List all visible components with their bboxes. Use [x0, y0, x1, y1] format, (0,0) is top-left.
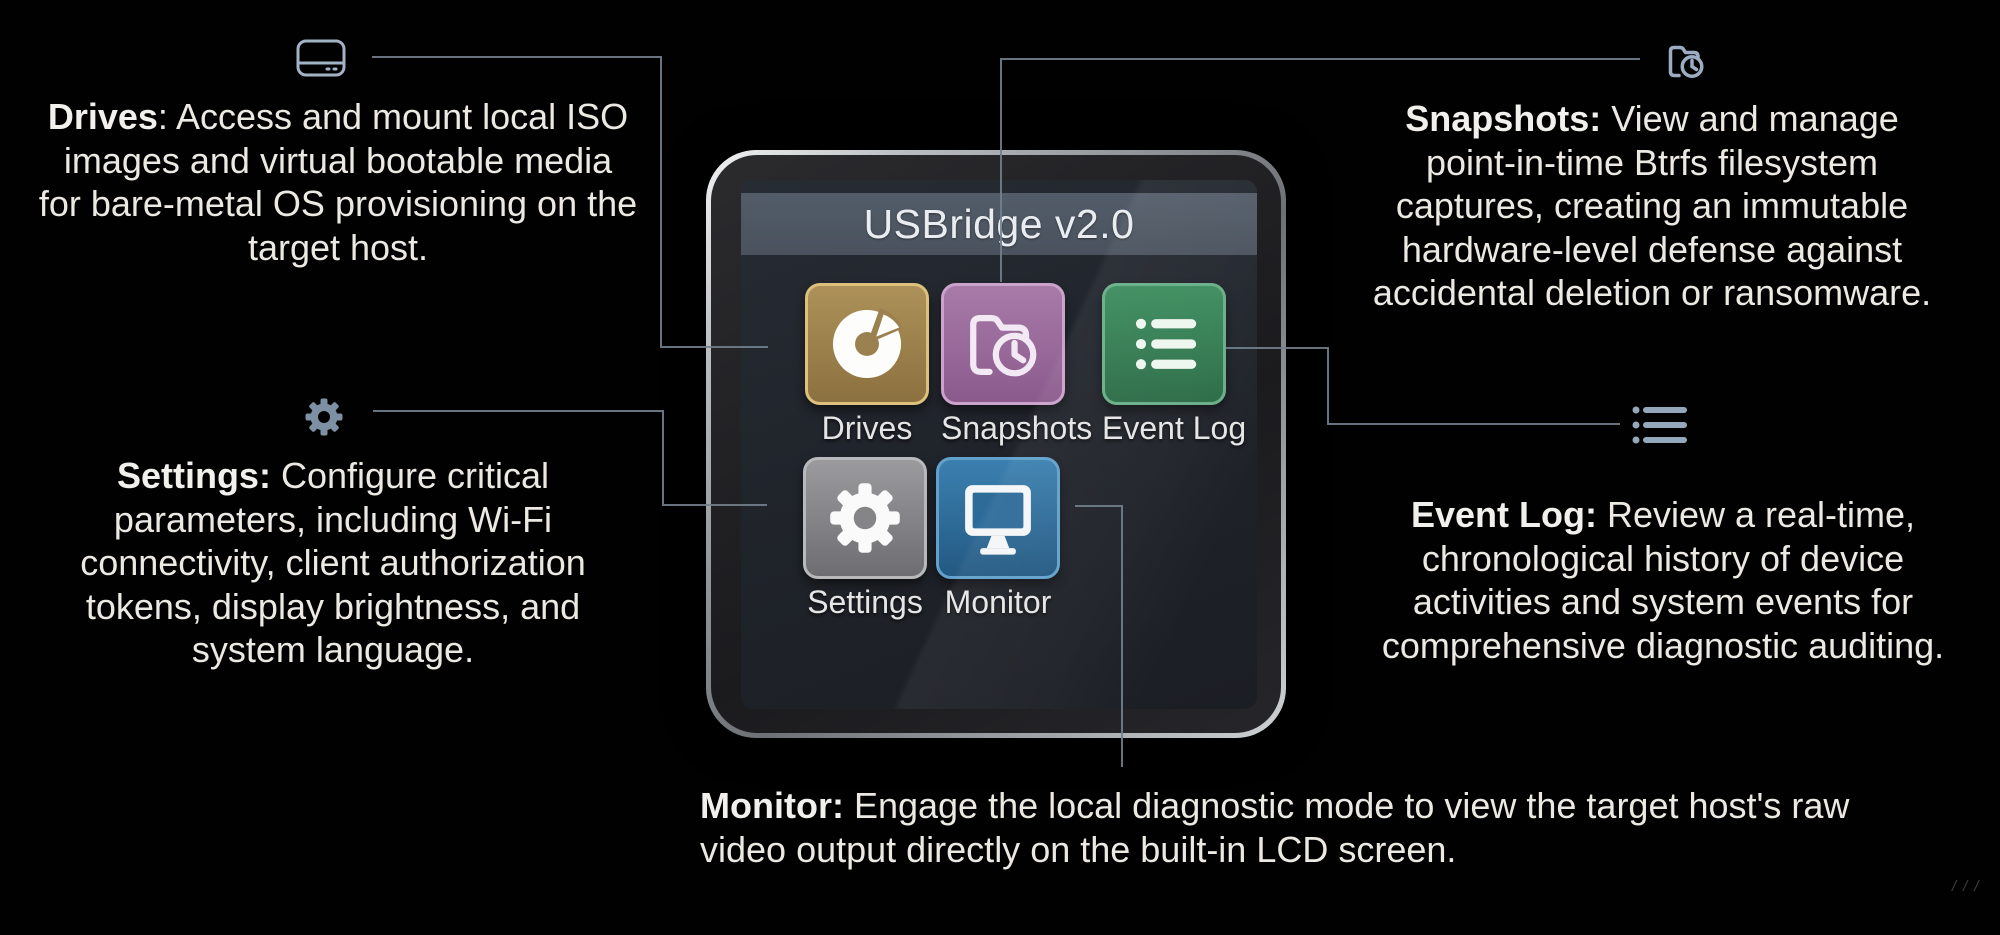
drives-note: Drives: Access and mount local ISO image… — [38, 95, 638, 269]
snapshots-tile[interactable] — [941, 283, 1065, 405]
corner-marks: /// — [1952, 878, 1986, 895]
disc-icon — [832, 308, 903, 379]
drives-note-line3: for bare-metal OS provisioning on the — [38, 183, 638, 224]
snapshots-note-line3: captures, creating an immutable — [1395, 185, 1909, 226]
screen-reflection — [741, 180, 1257, 709]
drive-mini-icon — [296, 39, 346, 77]
drives-note-line2: images and virtual bootable media — [63, 139, 613, 181]
drives-tile[interactable] — [805, 283, 929, 405]
settings-note-line2: parameters, including Wi-Fi — [113, 498, 553, 540]
monitor-tile[interactable] — [936, 457, 1060, 579]
settings-note-line3: connectivity, client authorization — [80, 542, 586, 583]
settings-label: Settings — [803, 584, 927, 621]
monitor-note-term: Monitor: — [700, 785, 844, 826]
settings-note-line4: tokens, display brightness, and — [85, 585, 581, 627]
eventlog-note-line2: chronological history of device — [1421, 537, 1905, 579]
folder-clock-icon — [970, 314, 1037, 377]
eventlog-note-line1: Review a real-time, — [1596, 494, 1916, 535]
eventlog-note: Event Log: Review a real-time, chronolog… — [1363, 493, 1963, 667]
settings-note-line5: system language. — [191, 629, 475, 670]
app-drives: Drives — [805, 283, 929, 447]
drives-note-line4: target host. — [247, 226, 429, 268]
settings-note: Settings: Configure critical parameters,… — [33, 454, 633, 672]
settings-tile[interactable] — [803, 457, 927, 579]
device-bezel: USBridge v2.0 Drives — [711, 155, 1281, 733]
eventlog-label: Event Log — [1102, 410, 1246, 447]
snapshots-note-line5: accidental deletion or ransomware. — [1372, 272, 1932, 313]
eventlog-note-line4: comprehensive diagnostic auditing. — [1381, 624, 1945, 666]
eventlog-note-term: Event Log: — [1410, 494, 1597, 535]
snapshots-note: Snapshots: View and manage point-in-time… — [1352, 97, 1952, 315]
drives-note-term: Drives — [47, 96, 158, 137]
monitor-note-line2: video output directly on the built-in LC… — [700, 828, 1457, 870]
snapshots-note-line4: hardware-level defense against — [1401, 228, 1903, 270]
snapshot-mini-icon — [1668, 45, 1704, 78]
app-eventlog: Event Log — [1102, 283, 1246, 447]
drives-label: Drives — [805, 410, 929, 447]
snapshots-note-line1: View and manage — [1601, 98, 1899, 139]
drives-note-line1: : Access and mount local ISO — [157, 96, 629, 137]
device-screen: USBridge v2.0 Drives — [741, 180, 1257, 709]
gear-mini-icon — [305, 398, 343, 436]
monitor-icon — [965, 485, 1031, 555]
bullet-list-icon — [1135, 318, 1197, 370]
app-monitor: Monitor — [936, 457, 1060, 621]
eventlog-tile[interactable] — [1102, 283, 1226, 405]
settings-note-line1: Configure critical — [270, 455, 550, 496]
settings-note-term: Settings: — [116, 455, 271, 496]
app-settings: Settings — [803, 457, 927, 621]
monitor-label: Monitor — [936, 584, 1060, 621]
monitor-note-line1: Engage the local diagnostic mode to view… — [843, 785, 1850, 826]
snapshots-note-line2: point-in-time Btrfs filesystem — [1425, 141, 1879, 183]
gear-icon — [830, 483, 900, 553]
usbridge-device: USBridge v2.0 Drives — [706, 150, 1286, 738]
monitor-note: Monitor: Engage the local diagnostic mod… — [700, 784, 1849, 871]
eventlog-note-line3: activities and system events for — [1412, 581, 1914, 622]
snapshots-note-term: Snapshots: — [1405, 98, 1602, 139]
list-mini-icon — [1632, 406, 1687, 444]
